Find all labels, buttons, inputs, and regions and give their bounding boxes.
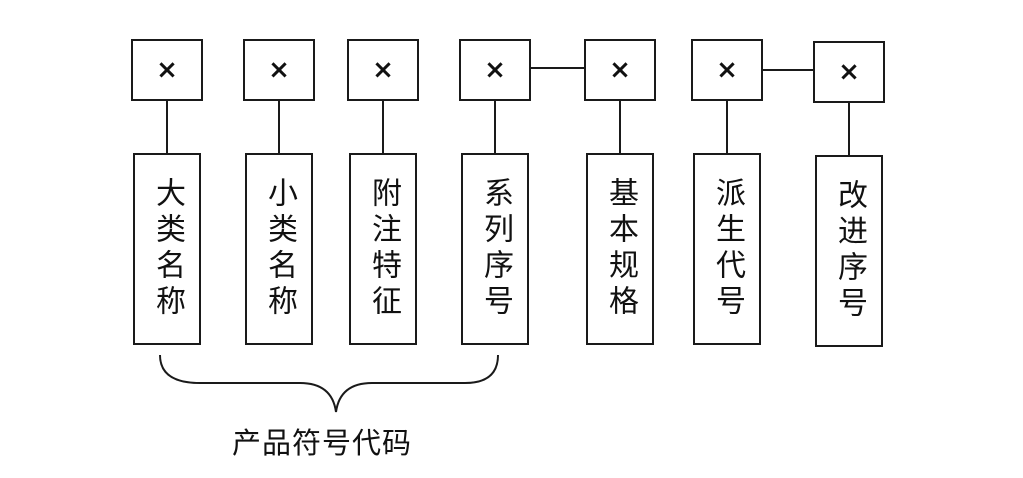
placeholder-symbol: × xyxy=(372,55,394,85)
label-box-basic-spec: 基本规格 xyxy=(586,153,654,345)
label-box-minor-category: 小类名称 xyxy=(245,153,313,345)
field-label: 大类名称 xyxy=(150,177,185,321)
curly-brace xyxy=(159,354,499,413)
code-box-7: × xyxy=(813,41,885,103)
group-label-product-symbol-code: 产品符号代码 xyxy=(232,426,413,460)
field-label: 基本规格 xyxy=(603,177,638,321)
placeholder-symbol: × xyxy=(716,55,738,85)
field-label: 系列序号 xyxy=(478,177,513,321)
placeholder-symbol: × xyxy=(609,55,631,85)
placeholder-symbol: × xyxy=(484,55,506,85)
code-box-1: × xyxy=(131,39,203,101)
label-box-derived-code: 派生代号 xyxy=(693,153,761,345)
placeholder-symbol: × xyxy=(268,55,290,85)
field-label: 派生代号 xyxy=(710,177,745,321)
code-box-3: × xyxy=(347,39,419,101)
label-box-improvement-number: 改进序号 xyxy=(815,155,883,347)
code-box-5: × xyxy=(584,39,656,101)
placeholder-symbol: × xyxy=(838,57,860,87)
label-box-series-number: 系列序号 xyxy=(461,153,529,345)
field-label: 改进序号 xyxy=(832,179,867,323)
label-box-major-category: 大类名称 xyxy=(133,153,201,345)
field-label: 小类名称 xyxy=(262,177,297,321)
label-box-supplementary-feature: 附注特征 xyxy=(349,153,417,345)
field-label: 附注特征 xyxy=(366,177,401,321)
code-box-6: × xyxy=(691,39,763,101)
placeholder-symbol: × xyxy=(156,55,178,85)
code-box-2: × xyxy=(243,39,315,101)
code-box-4: × xyxy=(459,39,531,101)
